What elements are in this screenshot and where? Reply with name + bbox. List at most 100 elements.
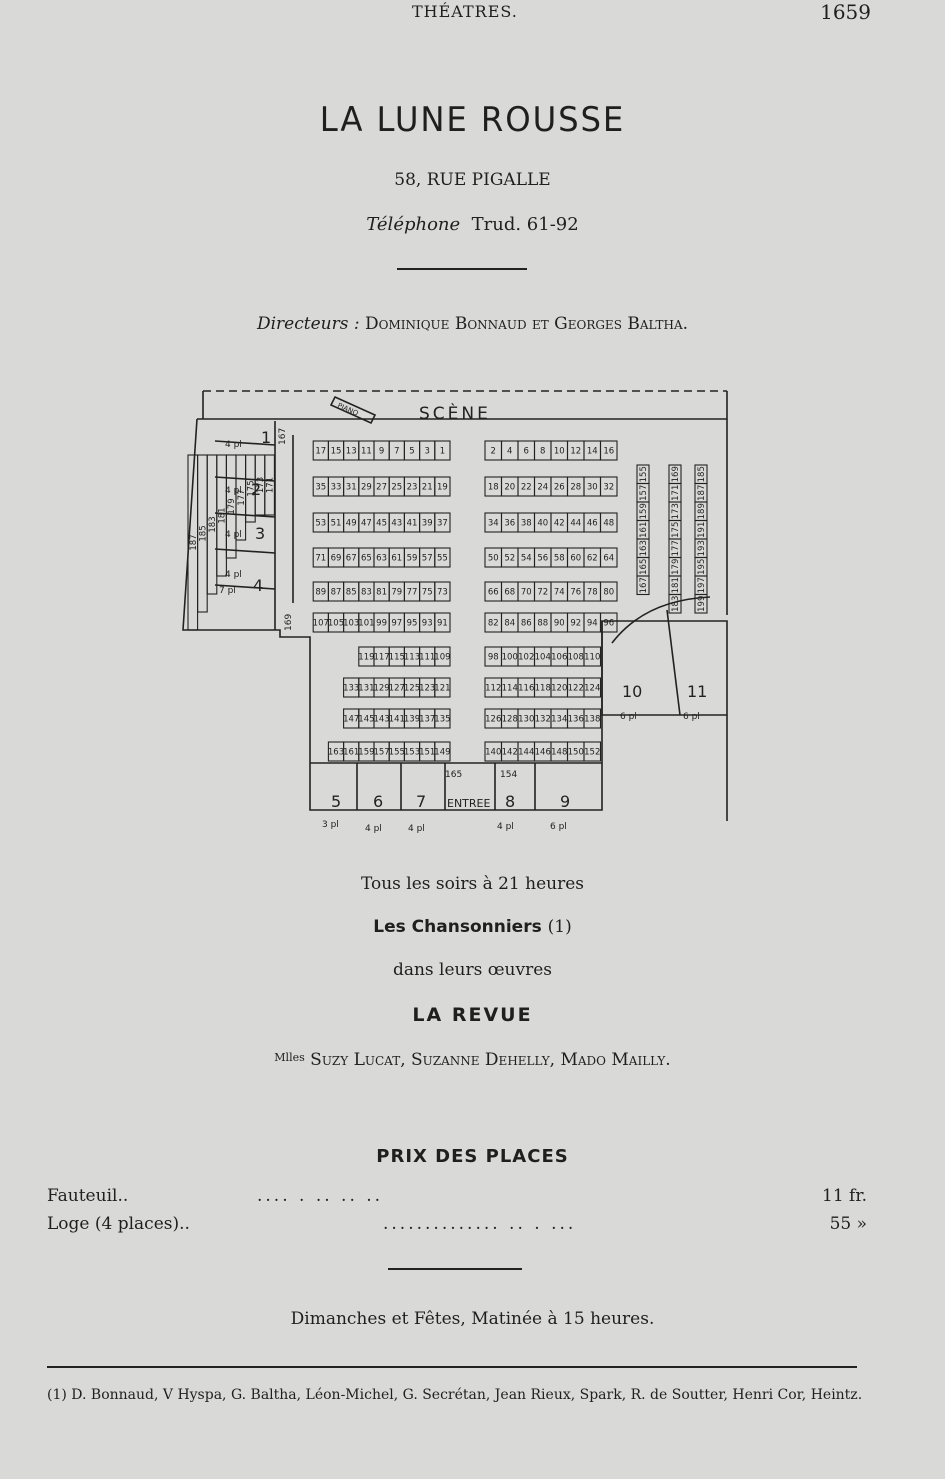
seat-number: 114: [502, 684, 518, 694]
seat-number: 67: [346, 554, 357, 564]
seat-number: 142: [502, 748, 518, 758]
seat-number: 102: [518, 653, 534, 663]
seat-number: 22: [521, 483, 532, 493]
loge-7: 7: [416, 792, 426, 811]
seat-number: 23: [407, 483, 418, 493]
side-seat-number: 193: [697, 540, 707, 556]
seat-number: 2: [491, 447, 496, 457]
side-seat-number: 161: [639, 522, 649, 538]
seat-number: 125: [404, 684, 420, 694]
show-works: dans leurs œuvres: [392, 960, 553, 980]
seat-number: 65: [361, 554, 372, 564]
seat-number: 136: [568, 715, 584, 725]
seat-number: 71: [315, 554, 326, 564]
loge-1: 1: [261, 428, 271, 447]
seat-box: [694, 593, 708, 614]
seat-number: 43: [391, 519, 402, 529]
seat-number: 138: [584, 715, 600, 725]
seat-number: 18: [488, 483, 499, 493]
seat-number: 146: [535, 748, 551, 758]
seat-number: 16: [603, 447, 614, 457]
price-leader: .............. .. . ...: [383, 1214, 577, 1234]
sundays-note: Dimanches et Fêtes, Matinée à 15 heures.: [290, 1309, 655, 1329]
seat-number: 112: [485, 684, 501, 694]
seat-number: 118: [535, 684, 551, 694]
loge-note-1: 4 pl: [225, 440, 242, 450]
loge-2: 2: [251, 480, 261, 499]
seat-box: [434, 512, 451, 533]
seat-box: [434, 476, 451, 497]
scene-label: SCÈNE: [419, 402, 491, 424]
loge-3: 3: [255, 524, 265, 543]
seat-number: 126: [485, 715, 501, 725]
seat-number: 45: [376, 519, 387, 529]
seat-number: 96: [603, 619, 614, 629]
side-seat-number: 199: [697, 596, 707, 612]
seat-number: 144: [518, 748, 534, 758]
side-seat-number: 187: [189, 534, 199, 550]
seat-number: 163: [328, 748, 344, 758]
side-seat-number: 191: [697, 522, 707, 538]
seat-number: 86: [521, 619, 532, 629]
loge-note-5: 3 pl: [322, 820, 339, 830]
seat-number: 50: [488, 554, 499, 564]
seat-number: 28: [570, 483, 581, 493]
directors-label: Directeurs :: [256, 314, 360, 334]
seat-number: 13: [346, 447, 357, 457]
price-label: Fauteuil..: [47, 1186, 129, 1206]
seat-number: 12: [570, 447, 581, 457]
loge-note-11: 6 pl: [683, 712, 700, 722]
seat-number: 90: [554, 619, 565, 629]
seat-number: 54: [521, 554, 532, 564]
seat-number: 85: [346, 588, 357, 598]
seat-number: 76: [570, 588, 581, 598]
seat-number: 60: [570, 554, 581, 564]
side-seat-number: 185: [697, 466, 707, 482]
show-revue: LA REVUE: [412, 1004, 533, 1026]
seat-number: 61: [391, 554, 402, 564]
loge-note-8: 4 pl: [497, 822, 514, 832]
seat-number: 103: [343, 619, 359, 629]
seat-number: 116: [518, 684, 534, 694]
seat-box: [264, 454, 275, 516]
loge-note-7: 7 pl: [219, 586, 236, 596]
seat-number: 77: [407, 588, 418, 598]
seat-number: 33: [331, 483, 342, 493]
seat-number: 26: [554, 483, 565, 493]
cast-names: Suzy Lucat, Suzanne Dehelly, Mado Mailly…: [310, 1050, 671, 1070]
show-time: Tous les soirs à 21 heures: [360, 874, 585, 894]
seat-number: 57: [422, 554, 433, 564]
side-seat-number: 175: [246, 480, 256, 496]
seat-number: 100: [502, 653, 518, 663]
seat-number: 6: [524, 447, 529, 457]
prices-heading: PRIX DES PLACES: [376, 1146, 569, 1167]
seat-number: 115: [389, 653, 405, 663]
seat-number: 120: [551, 684, 567, 694]
seat-number: 153: [404, 748, 420, 758]
side-seat-number: 155: [639, 466, 649, 482]
side-seat-number: 179: [227, 498, 237, 514]
extra-number-165: 165: [445, 770, 462, 780]
directors-names: Dominique Bonnaud et Georges Baltha.: [364, 314, 689, 334]
seat-number: 80: [603, 588, 614, 598]
header-divider: [397, 268, 527, 270]
side-seat-number: 177: [237, 489, 247, 505]
seat-number: 87: [331, 588, 342, 598]
seat-box: [434, 581, 451, 602]
seat-number: 132: [535, 715, 551, 725]
seat-number: 41: [407, 519, 418, 529]
seat-number: 95: [407, 619, 418, 629]
seat-number: 93: [422, 619, 433, 629]
seat-number: 74: [554, 588, 565, 598]
seat-number: 17: [315, 447, 326, 457]
extra-number-169: 169: [284, 614, 294, 631]
seat-box: [434, 646, 451, 667]
side-seat-number: 169: [671, 466, 681, 482]
seat-number: 117: [373, 653, 389, 663]
seat-number: 113: [404, 653, 420, 663]
seat-number: 69: [331, 554, 342, 564]
loge-note-9: 6 pl: [550, 822, 567, 832]
seat-number: 27: [376, 483, 387, 493]
running-head: THÉATRES.: [412, 2, 518, 21]
